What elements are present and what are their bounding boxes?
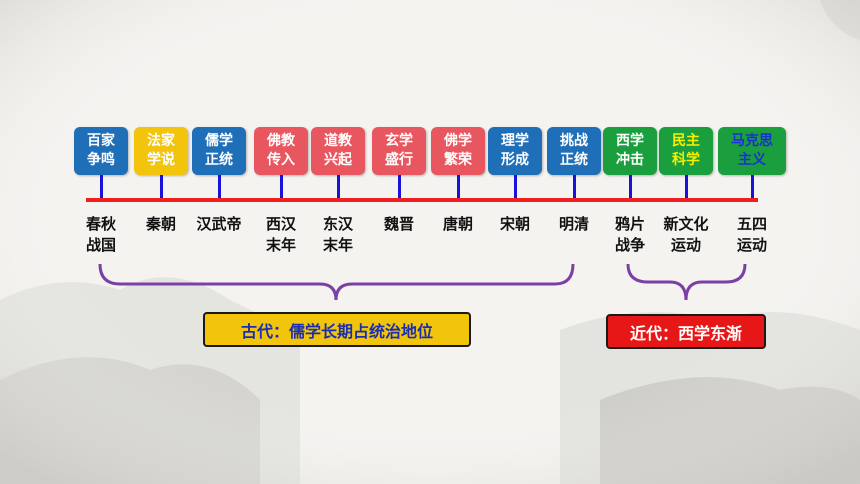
era-label: 宋朝	[485, 214, 545, 235]
era-label: 唐朝	[428, 214, 488, 235]
era-label: 汉武帝	[189, 214, 249, 235]
concept-box-text: 理学	[501, 133, 529, 149]
era-label-text: 宋朝	[499, 215, 530, 233]
era-label-text: 末年	[322, 236, 353, 254]
concept-box-text: 冲击	[616, 152, 644, 168]
connector-stem	[684, 175, 688, 201]
era-label-text: 运动	[736, 236, 767, 254]
concept-box-text: 盛行	[385, 152, 413, 168]
era-label-text: 五四	[736, 215, 767, 233]
era-label-text: 汉武帝	[196, 215, 242, 233]
connector-stem	[513, 175, 517, 201]
concept-box-text: 传入	[267, 152, 295, 168]
concept-box: 挑战正统	[547, 127, 601, 175]
connector-stem	[572, 175, 576, 201]
connector-stem	[159, 175, 163, 201]
era-label-text: 鸦片	[614, 215, 645, 233]
concept-box-text: 学说	[147, 152, 175, 168]
concept-box-text: 兴起	[324, 152, 352, 168]
ancient-summary-text: 古代：儒学长期占统治地位	[240, 321, 433, 341]
timeline-axis	[86, 198, 758, 202]
concept-box: 百家争鸣	[74, 127, 128, 175]
era-label-text: 战争	[614, 236, 645, 254]
concept-box: 儒学正统	[192, 127, 246, 175]
concept-box: 西学冲击	[603, 127, 657, 175]
concept-box-text: 争鸣	[87, 152, 115, 168]
era-label: 魏晋	[369, 214, 429, 235]
concept-box-text: 道教	[324, 133, 352, 149]
concept-box: 佛教传入	[254, 127, 308, 175]
era-label-text: 秦朝	[145, 215, 176, 233]
era-label-text: 西汉	[265, 215, 296, 233]
era-label-text: 末年	[265, 236, 296, 254]
concept-box-text: 繁荣	[444, 152, 472, 168]
connector-stem	[336, 175, 340, 201]
concept-box-text: 佛学	[444, 133, 472, 149]
concept-box-text: 科学	[672, 152, 700, 168]
concept-box-text: 百家	[87, 133, 115, 149]
concept-box-text: 正统	[560, 152, 588, 168]
era-label: 西汉末年	[251, 214, 311, 256]
era-label-text: 东汉	[322, 215, 353, 233]
concept-box-text: 马克思	[731, 133, 773, 149]
era-label-text: 运动	[670, 236, 701, 254]
concept-box-text: 形成	[501, 152, 529, 168]
era-label: 鸦片战争	[600, 214, 660, 256]
concept-box-text: 法家	[147, 133, 175, 149]
era-label: 春秋战国	[71, 214, 131, 256]
concept-box-text: 正统	[205, 152, 233, 168]
concept-box-text: 儒学	[205, 133, 233, 149]
era-label: 新文化运动	[656, 214, 716, 256]
era-label-text: 明清	[558, 215, 589, 233]
era-label-text: 新文化	[663, 215, 709, 233]
concept-box: 民主科学	[659, 127, 713, 175]
concept-box-text: 西学	[616, 133, 644, 149]
concept-box-text: 玄学	[385, 133, 413, 149]
connector-stem	[628, 175, 632, 201]
connector-stem	[456, 175, 460, 201]
era-label-text: 战国	[85, 236, 116, 254]
concept-box-text: 主义	[738, 152, 766, 168]
era-label-text: 魏晋	[383, 215, 414, 233]
connector-stem	[750, 175, 754, 201]
era-label-text: 春秋	[85, 215, 116, 233]
era-label: 五四运动	[722, 214, 782, 256]
era-label: 秦朝	[131, 214, 191, 235]
era-label-text: 唐朝	[442, 215, 473, 233]
concept-box-text: 民主	[672, 133, 700, 149]
era-label: 明清	[544, 214, 604, 235]
concept-box: 佛学繁荣	[431, 127, 485, 175]
concept-box: 理学形成	[488, 127, 542, 175]
modern-summary-label: 近代：西学东渐	[606, 314, 766, 349]
concept-box-text: 佛教	[267, 133, 295, 149]
concept-box: 道教兴起	[311, 127, 365, 175]
ancient-summary-label: 古代：儒学长期占统治地位	[203, 312, 471, 347]
concept-box: 玄学盛行	[372, 127, 426, 175]
connector-stem	[99, 175, 103, 201]
concept-box-text: 挑战	[560, 133, 588, 149]
connector-stem	[279, 175, 283, 201]
modern-summary-text: 近代：西学东渐	[629, 323, 742, 343]
era-label: 东汉末年	[308, 214, 368, 256]
concept-box: 法家学说	[134, 127, 188, 175]
connector-stem	[397, 175, 401, 201]
concept-box: 马克思主义	[718, 127, 786, 175]
connector-stem	[217, 175, 221, 201]
